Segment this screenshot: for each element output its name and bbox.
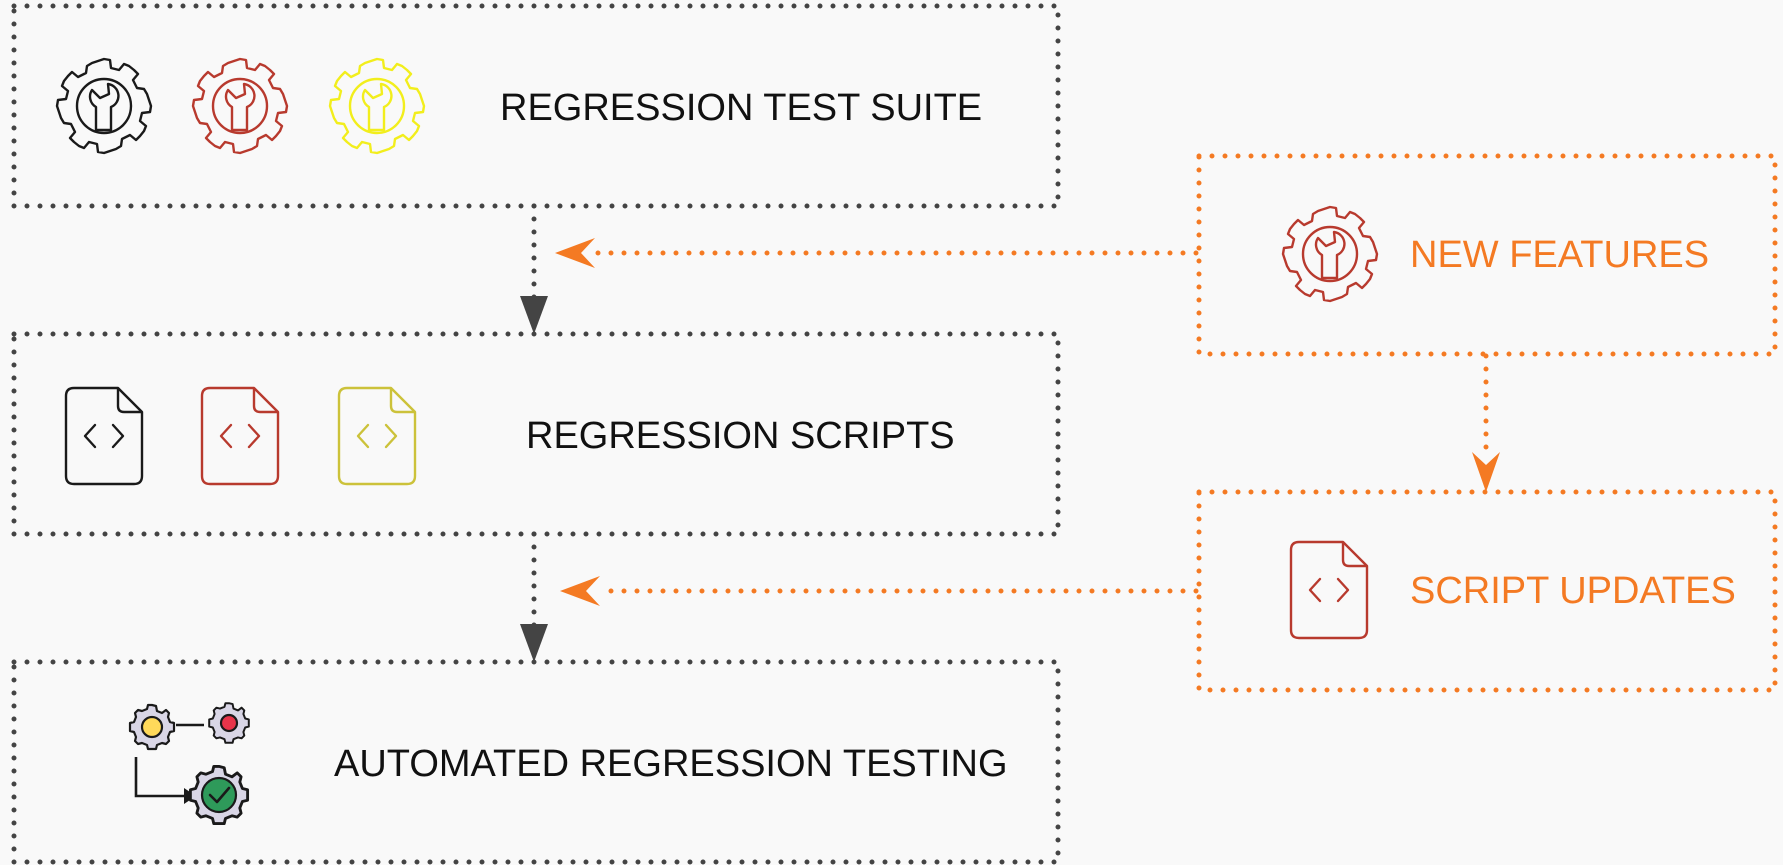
- gear-wrench-icon: [1281, 205, 1379, 303]
- box-regression-test-suite: [11, 3, 1061, 209]
- box-automated-regression-testing: [11, 659, 1061, 865]
- code-file-icon: [200, 386, 280, 486]
- suite-label: REGRESSION TEST SUITE: [500, 87, 983, 129]
- connector-scripts-to-automated: [520, 531, 548, 662]
- code-file-icon: [337, 386, 417, 486]
- gear-wrench-icon: [328, 57, 426, 155]
- arrowhead-left: [560, 576, 600, 606]
- scripts-label: REGRESSION SCRIPTS: [526, 415, 955, 457]
- arrowhead-down: [520, 624, 548, 662]
- arrowhead-down: [1472, 452, 1500, 492]
- gear-workflow-icon: [128, 702, 250, 826]
- box-script-updates: [1196, 489, 1778, 693]
- gear-wrench-icon: [191, 57, 289, 155]
- gear-wrench-icon: [55, 57, 153, 155]
- automated-label: AUTOMATED REGRESSION TESTING: [334, 743, 1008, 785]
- connector-new-features-to-suite-link: [555, 238, 1199, 268]
- arrowhead-down: [520, 296, 548, 334]
- new-features-label: NEW FEATURES: [1410, 234, 1710, 276]
- code-file-icon: [1289, 540, 1369, 640]
- box-regression-scripts: [11, 331, 1061, 537]
- connector-new-features-to-script-updates: [1472, 353, 1500, 492]
- script-updates-label: SCRIPT UPDATES: [1410, 570, 1736, 612]
- connector-suite-to-scripts: [520, 203, 548, 334]
- code-file-icon: [64, 386, 144, 486]
- box-new-features: [1196, 153, 1778, 357]
- connector-script-updates-to-automated-link: [560, 576, 1199, 606]
- arrowhead-left: [555, 238, 595, 268]
